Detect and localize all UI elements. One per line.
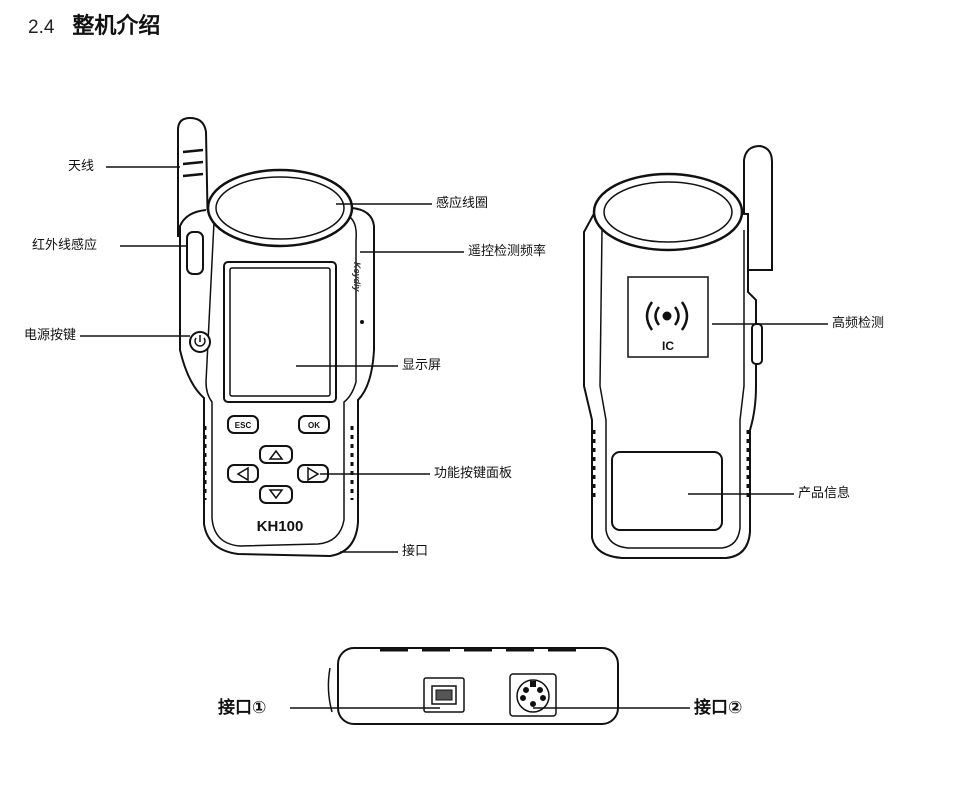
ok-key [298, 415, 330, 434]
label-keypad: 功能按键面板 [434, 466, 513, 481]
device-bottom-view [327, 647, 619, 725]
label-antenna: 天线 [68, 159, 95, 174]
ok-key-label: OK [308, 421, 320, 430]
label-coil: 感应线圈 [436, 196, 489, 211]
brand-logo: Keydiy [352, 262, 362, 293]
induction-coil [206, 168, 354, 248]
section-title: 整机介绍 [72, 14, 161, 39]
down-key [259, 485, 293, 504]
back-coil [592, 172, 744, 252]
back-leader-lines [688, 323, 828, 495]
section-number: 2.4 [28, 17, 55, 38]
label-port2: 接口② [694, 698, 743, 718]
label-port: 接口 [402, 544, 429, 559]
up-key [259, 445, 293, 464]
label-port1: 接口① [218, 698, 267, 718]
label-product-info: 产品信息 [798, 486, 851, 501]
label-hf-detect: 高频检测 [832, 316, 885, 331]
label-power-key: 电源按键 [24, 328, 77, 343]
back-antenna [743, 144, 773, 271]
infrared-window [186, 231, 204, 275]
bottom-body [337, 647, 619, 725]
section-heading: 2.4 整机介绍 [28, 8, 160, 40]
label-infrared: 红外线感应 [32, 238, 98, 253]
device-front-view [177, 116, 375, 558]
ic-label: IC [662, 339, 674, 353]
product-info-plate [611, 451, 723, 531]
label-display: 显示屏 [402, 358, 442, 373]
esc-key-label: ESC [235, 421, 252, 430]
display-screen [223, 261, 337, 403]
left-key [227, 464, 259, 483]
device-back-view [583, 144, 773, 559]
antenna [177, 116, 210, 237]
front-leader-lines [80, 166, 464, 553]
label-remote-freq: 遥控检测频率 [468, 244, 547, 259]
esc-key [227, 415, 259, 434]
model-name: KH100 [257, 518, 304, 535]
